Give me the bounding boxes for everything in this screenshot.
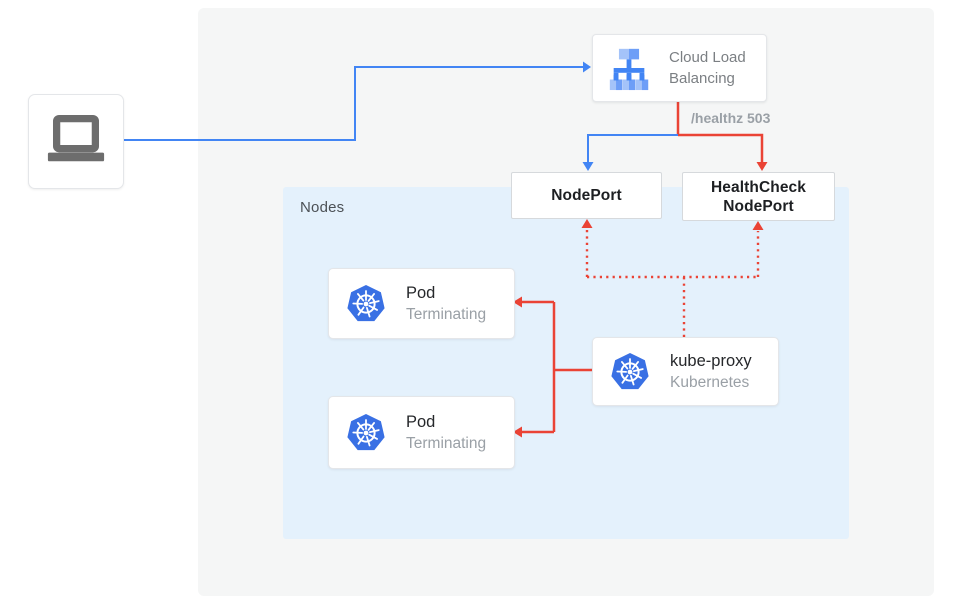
cloud-load-balancing-box: Cloud Load Balancing: [592, 34, 767, 102]
kube-proxy-box: kube-proxy Kubernetes: [592, 337, 779, 406]
client-box: [28, 94, 124, 189]
pod-2-box: Pod Terminating: [328, 396, 515, 469]
pod-2-title: Pod: [406, 413, 436, 431]
laptop-icon: [45, 113, 107, 170]
nodeport-box: NodePort: [511, 172, 662, 219]
clb-label-line1: Cloud Load: [669, 49, 746, 66]
healthcheck-label-line2: NodePort: [723, 197, 794, 215]
pod-2-status: Terminating: [406, 435, 487, 452]
kubernetes-icon: [610, 352, 650, 392]
pod-1-title: Pod: [406, 284, 436, 302]
clb-label-line2: Balancing: [669, 70, 735, 87]
kube-proxy-title: kube-proxy: [670, 352, 752, 370]
cloud-load-balancing-label: Cloud Load Balancing: [669, 47, 746, 89]
kube-proxy-subtitle: Kubernetes: [670, 374, 750, 391]
kubernetes-icon: [346, 284, 386, 324]
nodes-group-label: Nodes: [300, 199, 345, 216]
cloud-load-balancing-icon: [606, 45, 652, 91]
healthz-status-label: /healthz 503: [691, 110, 771, 126]
nodeport-label: NodePort: [551, 187, 622, 204]
pod-1-status: Terminating: [406, 306, 487, 323]
pod-1-box: Pod Terminating: [328, 268, 515, 339]
healthcheck-nodeport-box: HealthCheck NodePort: [682, 172, 835, 221]
healthcheck-label-line1: HealthCheck: [711, 178, 806, 196]
kubernetes-icon: [346, 413, 386, 453]
